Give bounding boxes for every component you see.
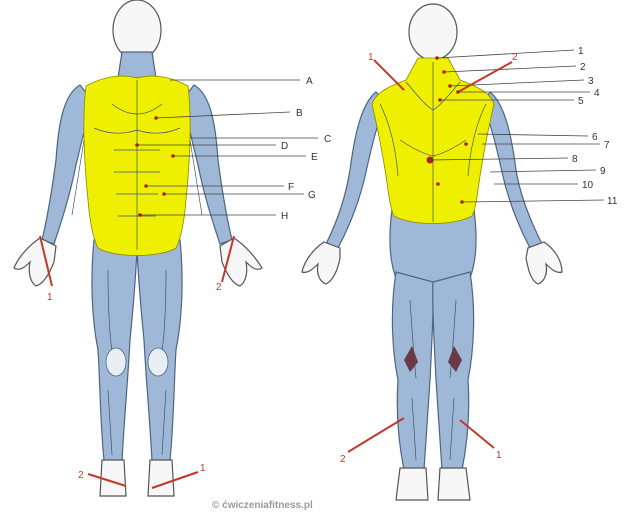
label-7: 7 <box>604 140 610 151</box>
front-labels: A B C D E F G H <box>281 76 331 222</box>
leader-11 <box>462 200 604 202</box>
back-dot-9 <box>436 182 440 186</box>
watermark: © ćwiczeniafitness.pl <box>212 500 313 511</box>
label-f: F <box>288 182 294 193</box>
back-arrow-left-calf <box>348 418 404 452</box>
label-8: 8 <box>572 154 578 165</box>
back-right-leg <box>392 272 433 470</box>
back-marker-right-shoulder: 2 <box>512 52 518 63</box>
label-a: A <box>306 76 313 87</box>
label-4: 4 <box>594 88 600 99</box>
label-9: 9 <box>600 166 606 177</box>
label-2: 2 <box>580 62 586 73</box>
front-marker-left-hand: 1 <box>47 292 53 303</box>
label-6: 6 <box>592 132 598 143</box>
label-d: D <box>281 141 288 152</box>
front-marker-left-foot: 2 <box>78 470 84 481</box>
front-marker-right-hand: 2 <box>216 282 222 293</box>
label-c: C <box>324 134 331 145</box>
back-labels: 1 2 3 4 5 6 7 8 9 10 11 <box>572 46 618 207</box>
back-arrow-left-shoulder <box>374 60 404 90</box>
back-left-leg <box>433 272 474 470</box>
back-marker-left-calf: 2 <box>340 454 346 465</box>
front-neck <box>118 52 156 78</box>
front-head <box>113 0 161 60</box>
front-figure <box>14 0 262 496</box>
back-figure <box>302 4 562 500</box>
leader-2 <box>444 66 576 72</box>
label-g: G <box>308 190 316 201</box>
back-dot-6 <box>464 142 468 146</box>
front-red-markers: 1 2 2 1 <box>40 236 234 488</box>
leader-1 <box>437 50 574 58</box>
back-left-hand <box>526 242 562 284</box>
back-head <box>409 4 457 60</box>
front-right-knee <box>106 348 126 376</box>
back-right-hand <box>302 242 340 284</box>
label-1: 1 <box>578 46 584 57</box>
label-b: B <box>296 108 303 119</box>
label-h: H <box>281 211 288 222</box>
back-marker-left-shoulder: 1 <box>368 52 374 63</box>
label-e: E <box>311 152 318 163</box>
front-marker-right-foot: 1 <box>200 463 206 474</box>
back-marker-right-calf: 1 <box>496 450 502 461</box>
front-left-foot <box>148 460 174 496</box>
back-arrow-right-shoulder <box>458 62 512 92</box>
label-10: 10 <box>582 180 594 191</box>
label-3: 3 <box>588 76 594 87</box>
label-11: 11 <box>607 196 618 207</box>
label-5: 5 <box>578 96 584 107</box>
front-left-knee <box>148 348 168 376</box>
back-right-foot <box>396 468 428 500</box>
back-left-foot <box>438 468 470 500</box>
